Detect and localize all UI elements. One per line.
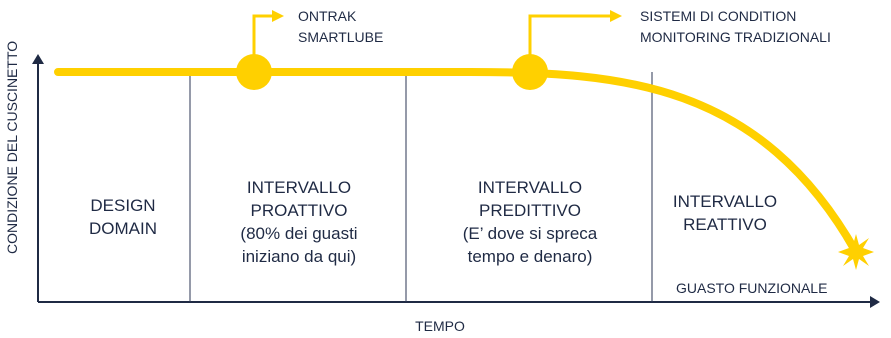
zone-line: (80% dei guasti [240,224,358,243]
zone-predictive: INTERVALLO PREDITTIVO (E’ dove si spreca… [430,176,630,268]
zone-line: PREDITTIVO [478,201,581,220]
ontrak-marker [236,54,272,90]
traditional-marker [512,54,548,90]
zone-line: REATTIVO [683,215,767,234]
zone-line: PROATTIVO [250,201,348,220]
zone-line: (E’ dove si spreca [462,224,598,243]
x-axis-arrow-icon [870,296,880,308]
zone-line: DESIGN [90,196,156,215]
callout-line: ONTRAK [298,8,357,24]
zone-line: DOMAIN [89,219,157,238]
traditional-arrow-icon [610,10,622,22]
traditional-connector [528,14,612,72]
ontrak-connector [252,14,274,72]
zone-line: tempo e denaro) [467,247,593,266]
zone-reactive: INTERVALLO REATTIVO [660,190,790,236]
y-axis-arrow-icon [32,54,44,64]
callout-line: MONITORING TRADIZIONALI [640,29,831,45]
zone-line: INTERVALLO [672,192,778,211]
zone-line: iniziano da qui) [241,247,357,266]
failure-label: GUASTO FUNZIONALE [676,280,828,296]
failure-burst-icon [838,234,874,270]
zone-proactive: INTERVALLO PROATTIVO (80% dei guasti ini… [208,176,390,268]
callout-line: SISTEMI DI CONDITION [640,8,797,24]
callout-traditional: SISTEMI DI CONDITION MONITORING TRADIZIO… [640,6,831,48]
callout-ontrak: ONTRAK SMARTLUBE [298,6,383,48]
zone-design-domain: DESIGN DOMAIN [68,194,178,240]
y-axis-label: CONDIZIONE DEL CUSCINETTO [4,40,20,254]
zone-line: INTERVALLO [477,178,583,197]
x-axis-label: TEMPO [415,318,465,334]
ontrak-arrow-icon [272,10,284,22]
callout-line: SMARTLUBE [298,29,384,45]
zone-line: INTERVALLO [246,178,352,197]
